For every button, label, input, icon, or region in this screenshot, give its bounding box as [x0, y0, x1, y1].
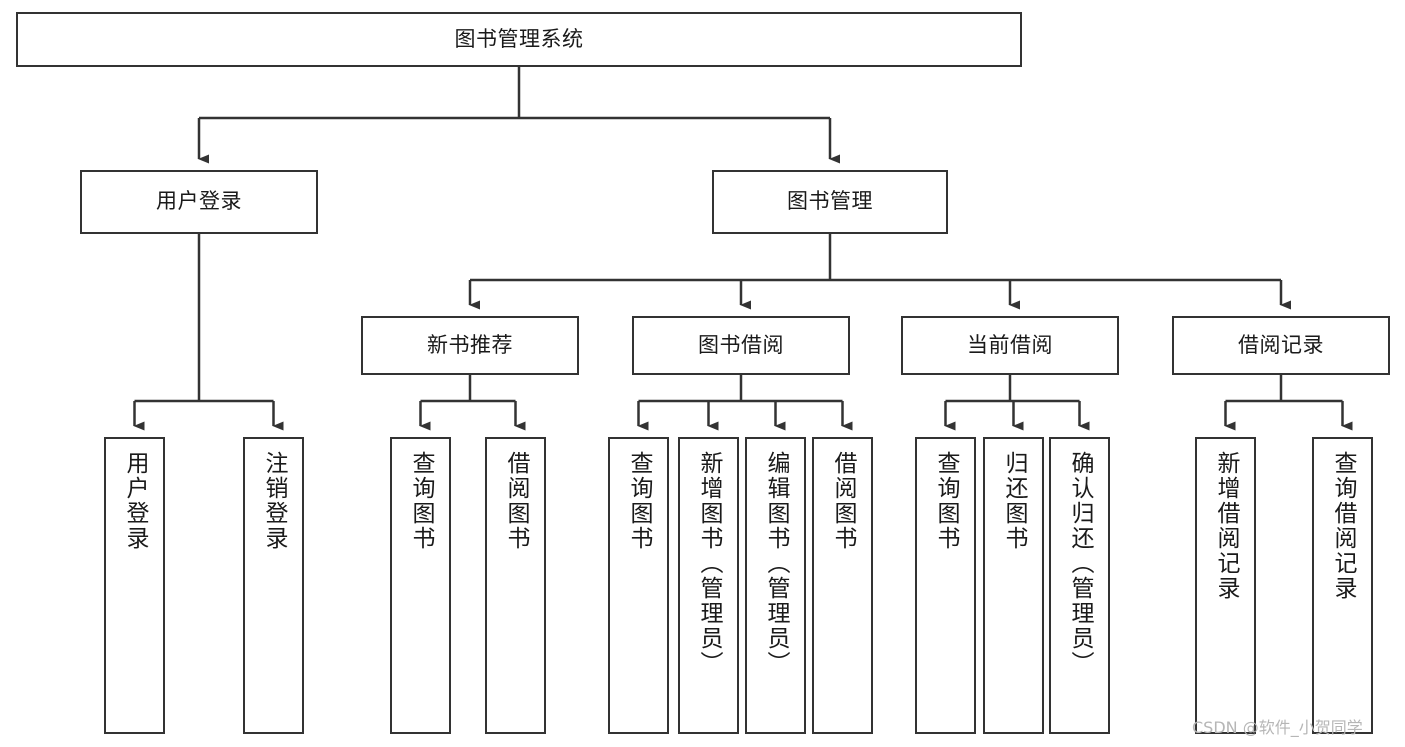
node-label: 确认归还（管理员）: [1067, 451, 1093, 676]
node-leaf-query-borrow-record[interactable]: 查询借阅记录: [1312, 437, 1373, 734]
node-label: 注销登录: [261, 451, 287, 551]
node-label: 当前借阅: [967, 332, 1053, 357]
node-label: 借阅图书: [503, 451, 529, 551]
edges: [133, 67, 1353, 431]
node-leaf-return-book[interactable]: 归还图书: [983, 437, 1044, 734]
node-label: 查询图书: [408, 451, 434, 551]
node-book-borrow[interactable]: 图书借阅: [632, 316, 850, 375]
node-leaf-borrow-book-2[interactable]: 借阅图书: [812, 437, 873, 734]
node-leaf-user-login[interactable]: 用户登录: [104, 437, 165, 734]
node-label: 借阅记录: [1238, 332, 1324, 357]
watermark: CSDN @软件_小贺同学: [1192, 718, 1363, 737]
node-label: 借阅图书: [830, 451, 856, 551]
node-label: 图书管理系统: [454, 26, 584, 51]
node-label: 图书管理: [787, 189, 873, 214]
node-leaf-logout[interactable]: 注销登录: [243, 437, 304, 734]
node-label: 用户登录: [156, 189, 242, 214]
node-borrow-record[interactable]: 借阅记录: [1172, 316, 1390, 375]
node-leaf-borrow-book-1[interactable]: 借阅图书: [485, 437, 546, 734]
node-label: 编辑图书（管理员）: [763, 451, 789, 676]
node-label: 查询图书: [933, 451, 959, 551]
node-label: 查询借阅记录: [1330, 451, 1356, 601]
node-book-management[interactable]: 图书管理: [712, 170, 948, 234]
node-leaf-query-book-2[interactable]: 查询图书: [608, 437, 669, 734]
node-label: 新书推荐: [427, 332, 513, 357]
node-leaf-query-book-1[interactable]: 查询图书: [390, 437, 451, 734]
node-leaf-edit-book[interactable]: 编辑图书（管理员）: [745, 437, 806, 734]
node-user-login[interactable]: 用户登录: [80, 170, 318, 234]
node-label: 新增图书（管理员）: [696, 451, 722, 676]
node-leaf-add-borrow-record[interactable]: 新增借阅记录: [1195, 437, 1256, 734]
node-label: 归还图书: [1001, 451, 1027, 551]
node-leaf-add-book[interactable]: 新增图书（管理员）: [678, 437, 739, 734]
node-label: 查询图书: [626, 451, 652, 551]
node-new-book-recommend[interactable]: 新书推荐: [361, 316, 579, 375]
node-leaf-query-book-3[interactable]: 查询图书: [915, 437, 976, 734]
node-label: 新增借阅记录: [1213, 451, 1239, 601]
node-label: 图书借阅: [698, 332, 784, 357]
node-leaf-confirm-return[interactable]: 确认归还（管理员）: [1049, 437, 1110, 734]
node-label: 用户登录: [122, 451, 148, 551]
node-root[interactable]: 图书管理系统: [16, 12, 1022, 67]
node-current-borrow[interactable]: 当前借阅: [901, 316, 1119, 375]
